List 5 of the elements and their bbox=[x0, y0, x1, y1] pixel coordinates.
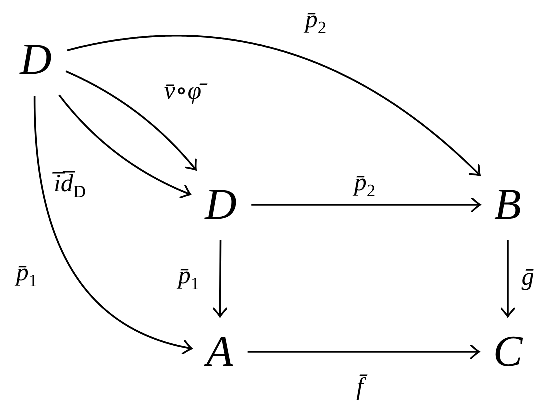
object-label: A bbox=[204, 329, 236, 375]
object-label: B bbox=[492, 182, 524, 228]
object-label: C bbox=[491, 329, 525, 375]
object-label: D bbox=[18, 37, 54, 83]
object-label: D bbox=[203, 182, 239, 228]
